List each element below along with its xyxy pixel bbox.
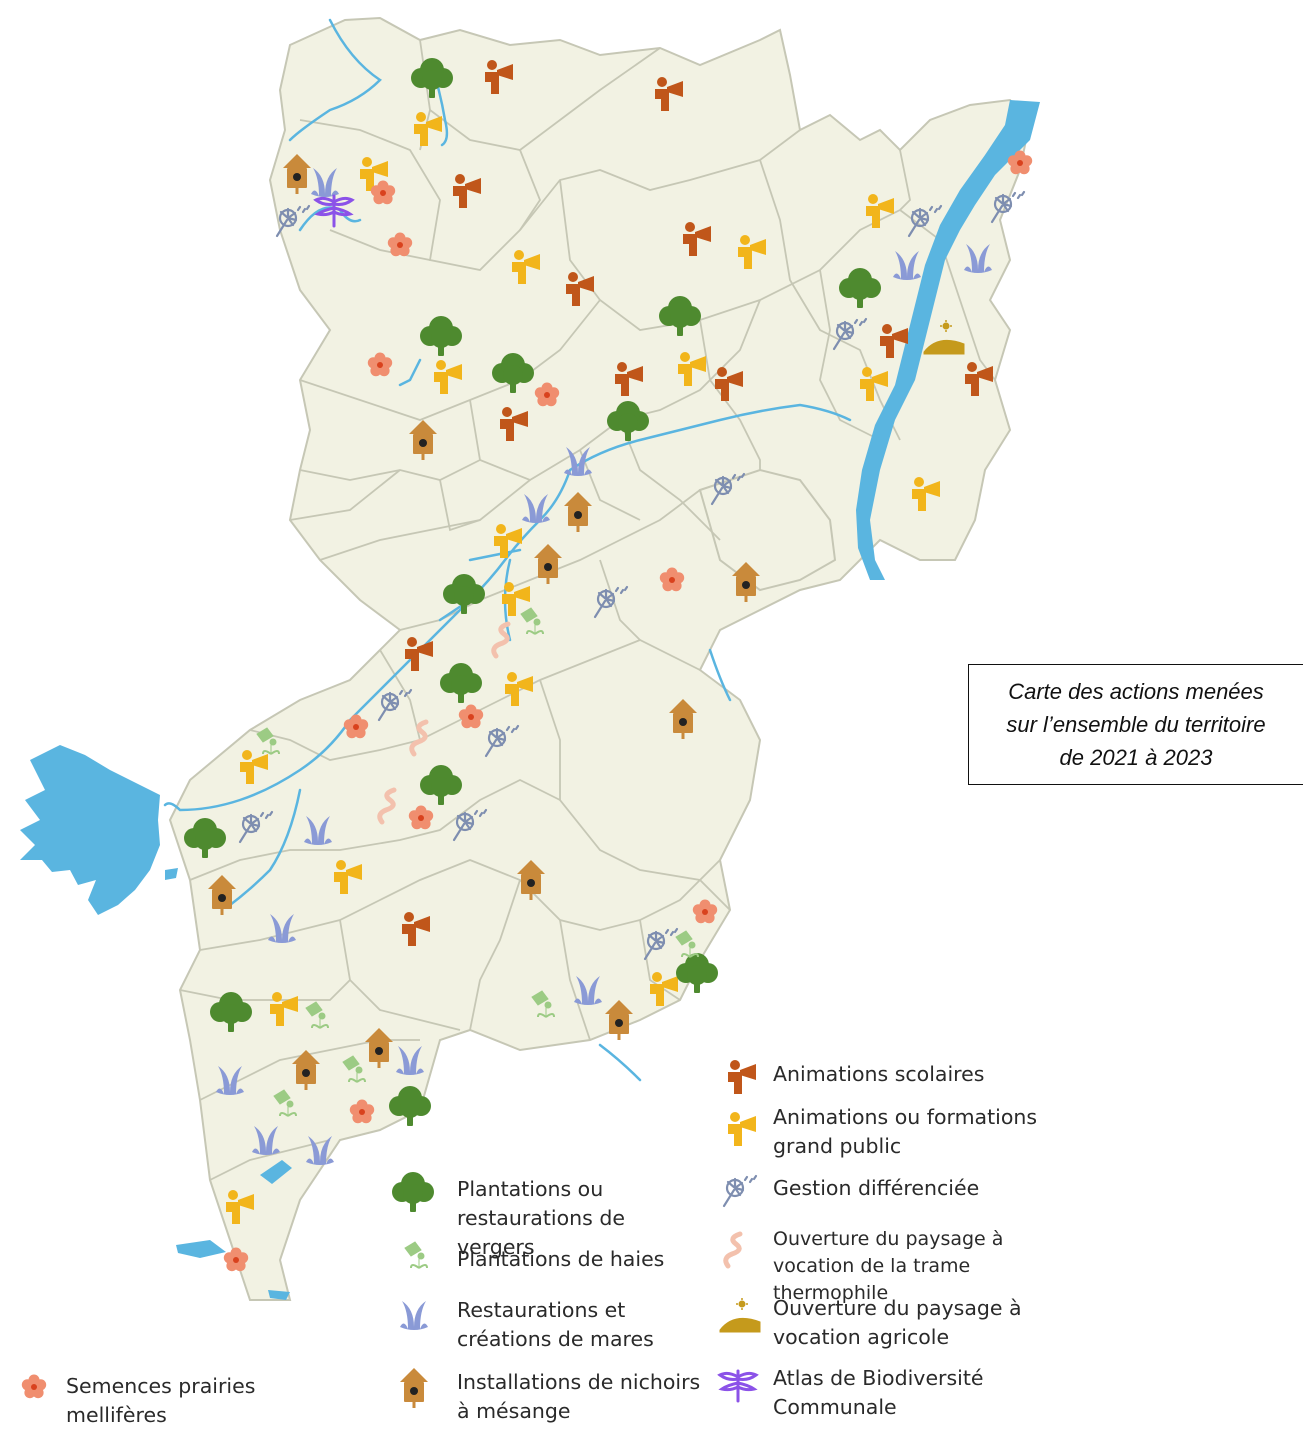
- legend-item-nichoirs: Installations de nichoirs à mésange: [443, 1368, 713, 1426]
- tree-icon: [392, 1172, 434, 1212]
- legend-label-agricole: Ouverture du paysage à vocation agricole: [773, 1296, 1022, 1349]
- legend-label-atlas: Atlas de Biodiversité Communale: [773, 1366, 984, 1419]
- lake-west: [20, 745, 178, 915]
- legend-item-gestion: Gestion différenciée: [759, 1174, 1049, 1203]
- legend-item-grand-public: Animations ou formations grand public: [759, 1103, 1049, 1161]
- map-caption: Carte des actions menées sur l’ensemble …: [968, 664, 1303, 785]
- pond-plant-icon: [400, 1301, 428, 1330]
- ponds-south: [176, 1160, 292, 1300]
- field-sun-icon: [719, 1297, 761, 1333]
- legend-label-vergers: Plantations ou restaurations de vergers: [457, 1177, 625, 1259]
- legend-item-semences: Semences prairies mellifères: [52, 1372, 362, 1430]
- legend-label-thermophile: Ouverture du paysage à vocation de la tr…: [773, 1228, 1004, 1304]
- legend-label-gestion: Gestion différenciée: [773, 1176, 980, 1200]
- caption-line-3: de 2021 à 2023: [1059, 745, 1213, 770]
- caption-line-1: Carte des actions menées: [1008, 679, 1264, 704]
- legend-label-mares: Restaurations et créations de mares: [457, 1298, 654, 1351]
- megaphone-person-icon: [728, 1112, 756, 1146]
- rhine-river: [856, 100, 1040, 580]
- legend-item-mares: Restaurations et créations de mares: [443, 1296, 673, 1354]
- flower-icon: [21, 1374, 47, 1399]
- legend-label-nichoirs: Installations de nichoirs à mésange: [457, 1370, 701, 1423]
- legend-label-semences: Semences prairies mellifères: [66, 1374, 256, 1427]
- snake-icon: [726, 1234, 740, 1266]
- legend-label-scolaires: Animations scolaires: [773, 1062, 985, 1086]
- dandelion-icon: [722, 1174, 758, 1208]
- legend-label-grand-public: Animations ou formations grand public: [773, 1105, 1038, 1158]
- dragonfly-icon: [718, 1369, 758, 1403]
- legend-label-haies: Plantations de haies: [457, 1247, 665, 1271]
- megaphone-person-icon: [728, 1060, 756, 1094]
- watering-can-icon: [404, 1241, 428, 1269]
- territory-outline-east: [698, 468, 837, 592]
- legend-item-haies: Plantations de haies: [443, 1245, 703, 1274]
- legend-item-atlas: Atlas de Biodiversité Communale: [759, 1364, 1049, 1422]
- legend-item-thermophile: Ouverture du paysage à vocation de la tr…: [759, 1226, 1089, 1307]
- legend-item-scolaires: Animations scolaires: [759, 1060, 1039, 1089]
- birdhouse-icon: [400, 1368, 428, 1408]
- caption-line-2: sur l’ensemble du territoire: [1006, 712, 1266, 737]
- legend-item-agricole: Ouverture du paysage à vocation agricole: [759, 1294, 1049, 1352]
- legend-item-vergers: Plantations ou restaurations de vergers: [443, 1175, 703, 1262]
